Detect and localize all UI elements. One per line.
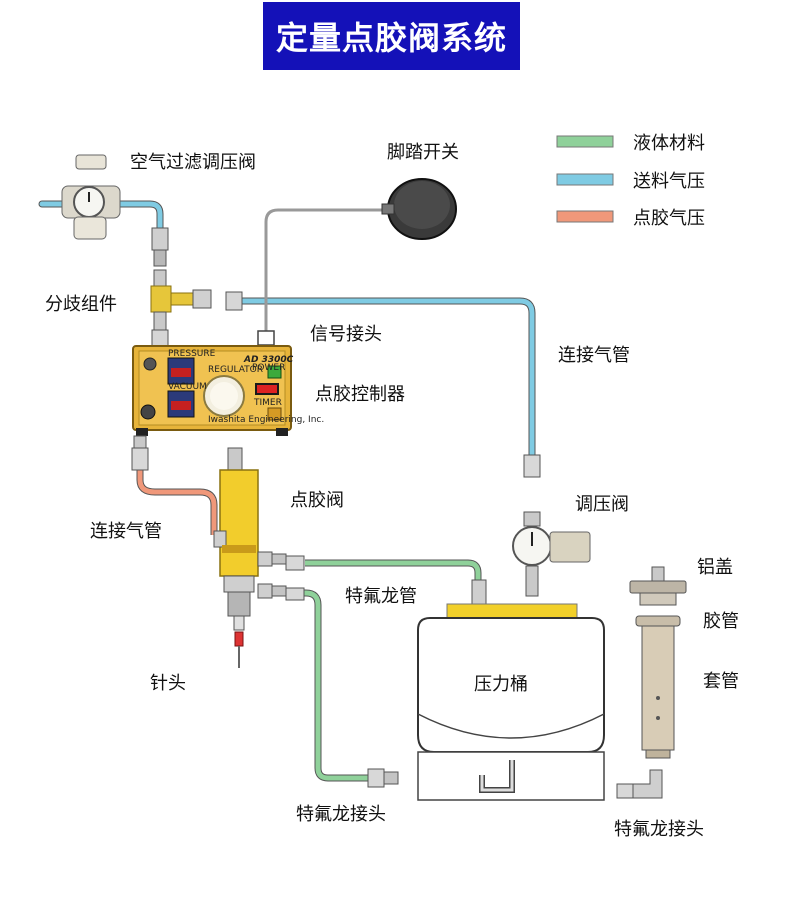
foot-switch-cable xyxy=(264,208,392,333)
controller-vacuum-label: VACUUM xyxy=(168,382,207,392)
air-filter-fitting xyxy=(151,227,169,267)
label-aluminum-cap: 铝盖 xyxy=(697,557,733,578)
label-air-filter: 空气过滤调压阀 xyxy=(130,152,256,173)
controller-power-label: POWER xyxy=(252,363,285,373)
foot-switch xyxy=(381,178,457,240)
pressure-regulator xyxy=(471,454,591,605)
liquid-tubes xyxy=(302,559,482,782)
label-ptfe-tube: 特氟龙管 xyxy=(345,586,417,607)
controller-fitting xyxy=(131,435,149,471)
label-needle: 针头 xyxy=(150,673,186,694)
label-ptfe-joint-right: 特氟龙接头 xyxy=(614,819,704,840)
label-foot-switch: 脚踏开关 xyxy=(387,142,459,163)
label-ptfe-joint-left: 特氟龙接头 xyxy=(296,804,386,825)
controller-timer-label: TIMER xyxy=(253,398,282,408)
label-air-pipe-left: 连接气管 xyxy=(90,521,162,542)
label-signal: 信号接头 xyxy=(310,324,382,345)
dispense-controller xyxy=(132,345,292,436)
legend-swatch-feed-air xyxy=(556,173,614,186)
pressure-tank xyxy=(417,603,605,801)
label-controller: 点胶控制器 xyxy=(315,384,405,405)
label-dispense-valve: 点胶阀 xyxy=(290,490,344,511)
controller-brand: Iwashita Engineering, Inc. xyxy=(208,415,324,425)
ptfe-joint-left xyxy=(367,768,399,788)
controller-model: AD 3300C xyxy=(243,355,294,365)
label-regulator: 调压阀 xyxy=(575,494,629,515)
label-sleeve: 套管 xyxy=(703,671,739,692)
label-branch: 分歧组件 xyxy=(45,294,117,315)
label-pressure-tank: 压力桶 xyxy=(474,674,528,695)
controller-regulator-label: REGULATOR xyxy=(208,365,263,375)
feed-air-tubes xyxy=(38,200,536,459)
legend-label-liquid: 液体材料 xyxy=(633,133,705,154)
ptfe-joint-right xyxy=(616,769,663,799)
signal-connector xyxy=(257,330,275,346)
legend-label-dispense-air: 点胶气压 xyxy=(633,208,705,229)
page-title: 定量点胶阀系统 xyxy=(263,2,520,70)
legend: 液体材料 送料气压 点胶气压 xyxy=(556,133,705,229)
label-air-pipe-right: 连接气管 xyxy=(558,345,630,366)
legend-swatch-liquid xyxy=(556,135,614,148)
legend-label-feed-air: 送料气压 xyxy=(633,171,705,192)
dispense-air-tube xyxy=(136,470,218,535)
rubber-tube xyxy=(635,615,681,627)
air-filter-regulator xyxy=(61,154,121,240)
aluminum-cap xyxy=(629,566,687,606)
branch-component xyxy=(150,269,243,351)
controller-pressure-label: PRESSURE xyxy=(168,349,216,359)
sleeve xyxy=(641,625,675,759)
legend-swatch-dispense-air xyxy=(556,210,614,223)
label-rubber-tube: 胶管 xyxy=(703,611,739,632)
dispense-valve xyxy=(213,447,305,668)
